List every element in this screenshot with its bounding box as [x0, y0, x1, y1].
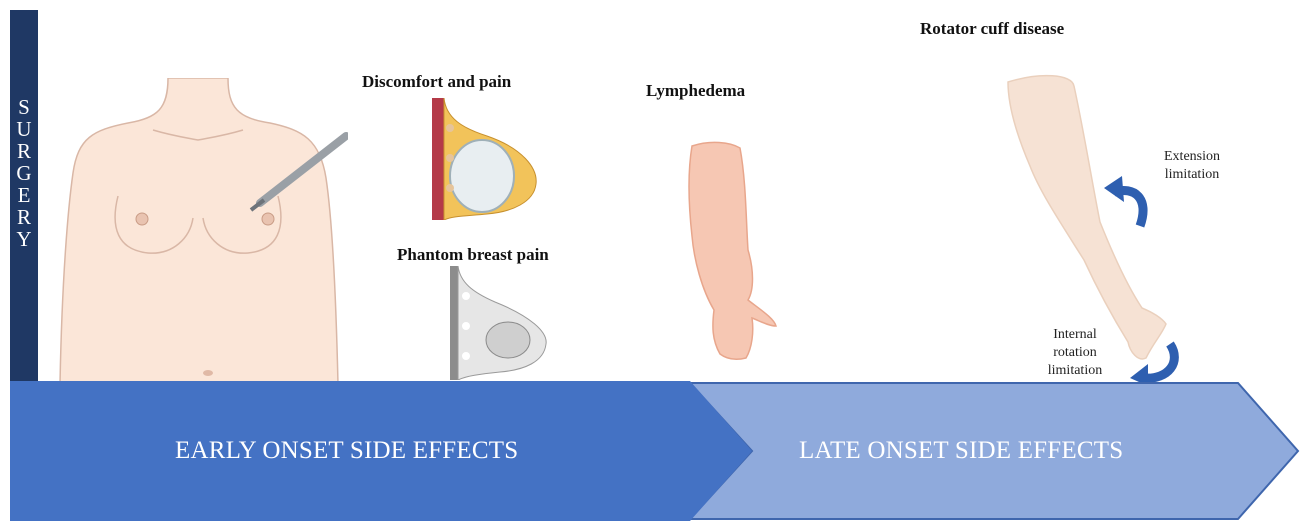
surgery-bar: S U R G E R Y — [10, 10, 38, 383]
internal-rotation-arrow-icon — [1124, 340, 1184, 386]
surgery-letter: R — [10, 206, 38, 228]
surgery-label: S U R G E R Y — [10, 96, 38, 250]
breast-cross-section-illustration — [432, 98, 540, 220]
lymphedema-label: Lymphedema — [646, 81, 745, 101]
surgery-letter: Y — [10, 228, 38, 250]
discomfort-label: Discomfort and pain — [362, 72, 511, 92]
torso-illustration — [48, 78, 348, 384]
surgery-letter: S — [10, 96, 38, 118]
late-onset-label: LATE ONSET SIDE EFFECTS — [799, 437, 1123, 465]
rotator-cuff-label: Rotator cuff disease — [920, 19, 1064, 39]
extension-limitation-label: Extension limitation — [1146, 148, 1238, 184]
lymphedema-arm-illustration — [682, 140, 782, 362]
internal-rotation-label: Internal rotation limitation — [1034, 326, 1116, 380]
phantom-breast-illustration — [450, 266, 550, 380]
surgery-letter: E — [10, 184, 38, 206]
surgery-letter: G — [10, 162, 38, 184]
early-onset-label: EARLY ONSET SIDE EFFECTS — [175, 437, 518, 465]
surgery-letter: R — [10, 140, 38, 162]
surgery-letter: U — [10, 118, 38, 140]
phantom-breast-label: Phantom breast pain — [397, 245, 549, 265]
